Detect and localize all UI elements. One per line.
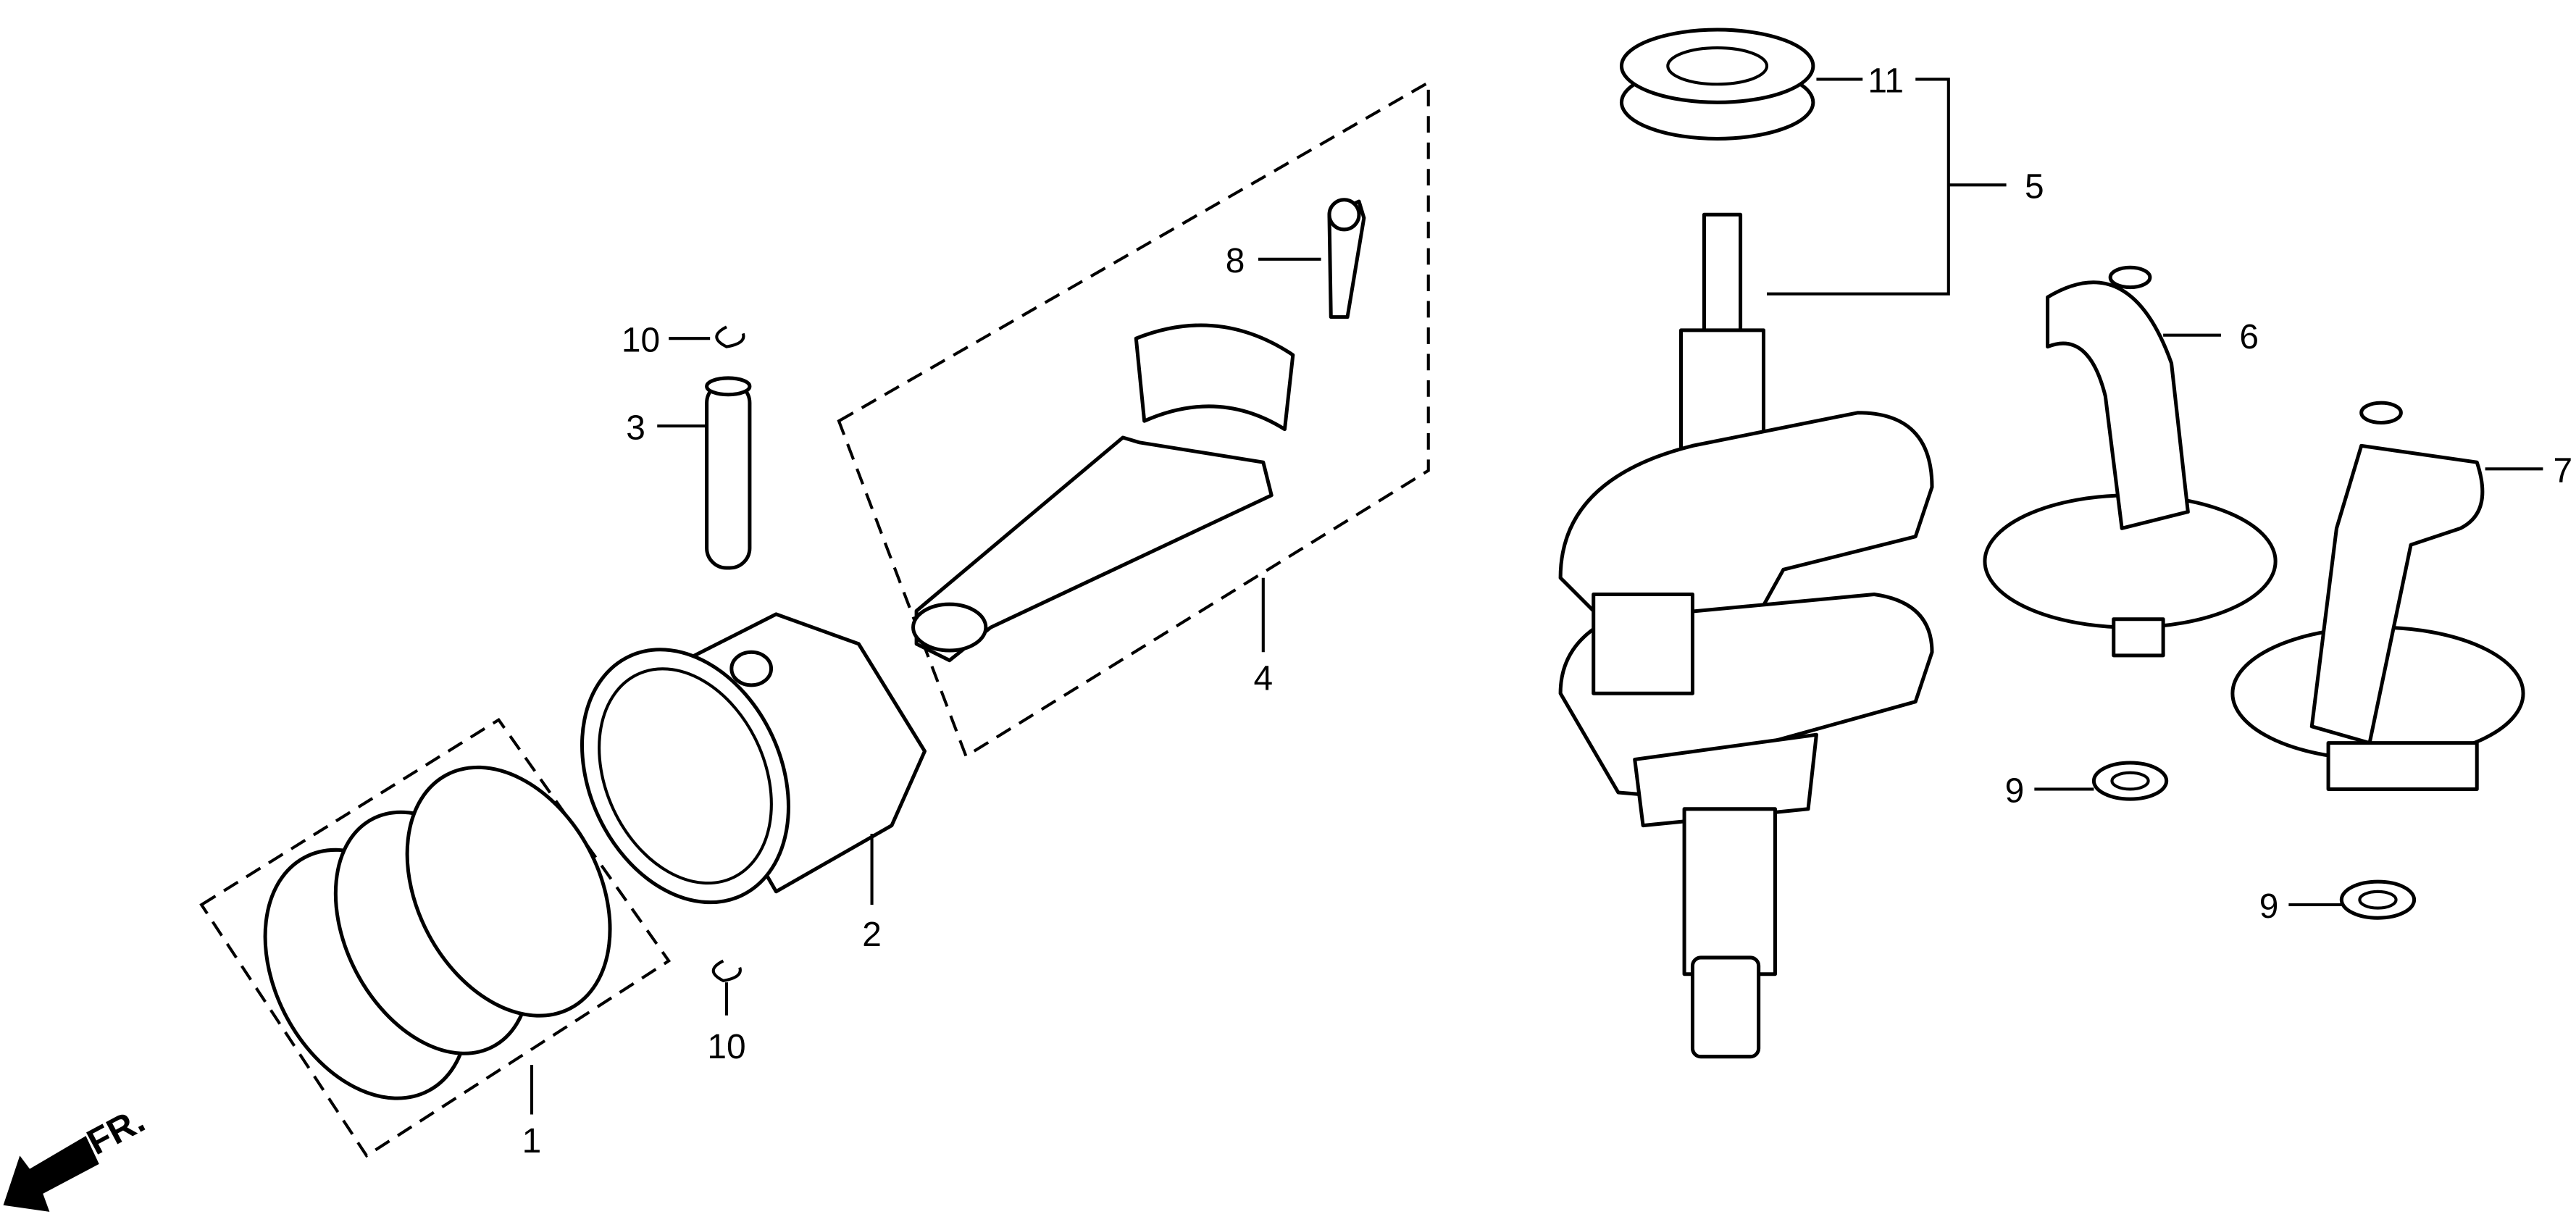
callout-9-upper: 9: [2005, 772, 2025, 811]
leader-lines: [530, 78, 2543, 1115]
camshaft-7: [2230, 401, 2525, 791]
piston-pin: [705, 376, 752, 570]
piston: [580, 612, 927, 905]
callout-10-upper: 10: [622, 321, 660, 359]
piston-ring-set: [199, 717, 672, 1158]
callout-11: 11: [1868, 62, 1904, 101]
connecting-rod-set: [837, 80, 1430, 758]
front-direction-arrow-icon: FR.: [3, 1100, 151, 1212]
ball-bearing: [1619, 28, 1815, 141]
callout-9-lower: 9: [2259, 887, 2279, 926]
callout-4: 4: [1253, 660, 1273, 698]
callout-3: 3: [626, 409, 645, 447]
pin-clip-top: [715, 325, 745, 348]
crankshaft: [1558, 212, 1934, 1059]
callout-6: 6: [2239, 318, 2259, 356]
pin-clip-bottom: [711, 959, 742, 982]
callout-5: 5: [2025, 168, 2044, 206]
callout-2: 2: [862, 916, 882, 954]
callout-10-lower: 10: [707, 1028, 745, 1066]
callout-8: 8: [1226, 242, 1245, 280]
washer-lower: [2339, 879, 2417, 920]
washer-upper: [2091, 761, 2169, 801]
callout-1: 1: [522, 1122, 542, 1160]
callout-7: 7: [2553, 452, 2572, 490]
camshaft-6: [1983, 265, 2278, 658]
